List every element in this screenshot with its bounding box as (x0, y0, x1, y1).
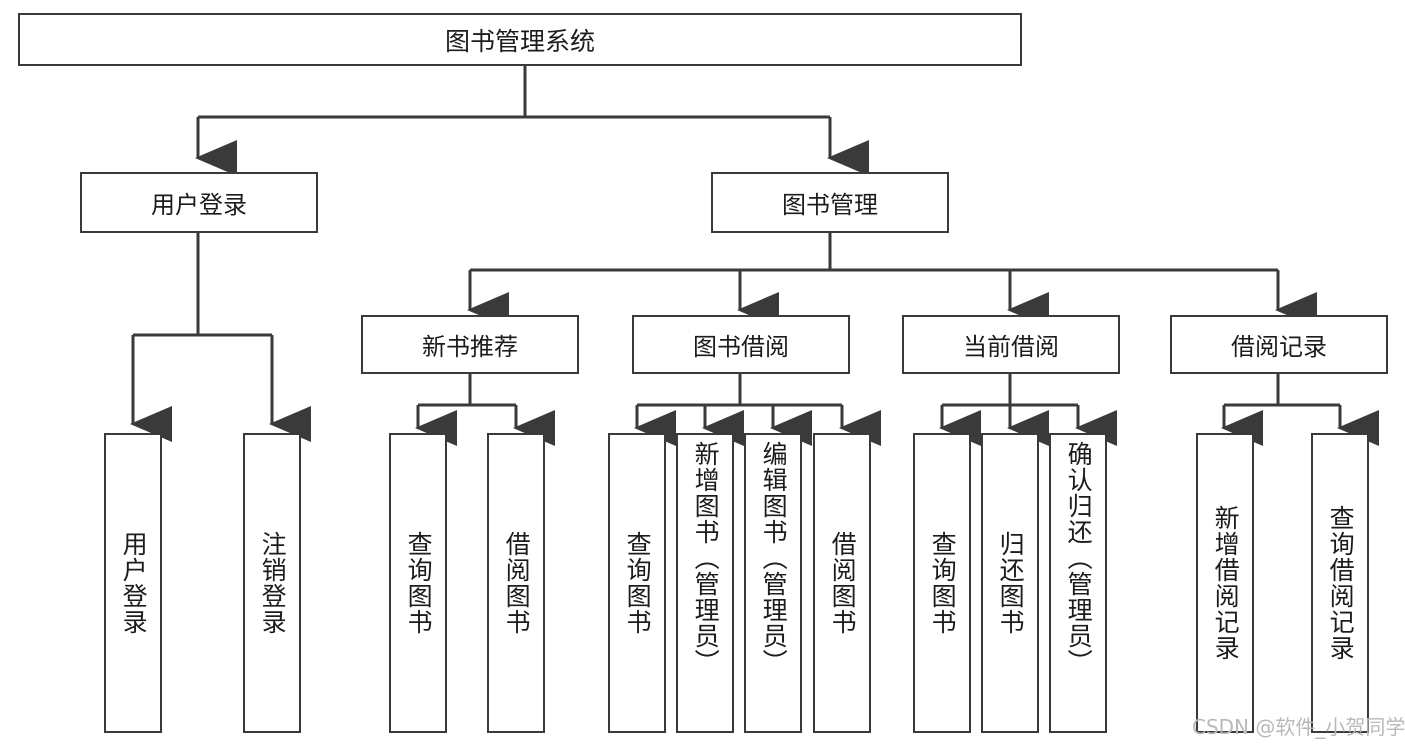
node-user-login[interactable]: 用户登录 (80, 172, 318, 233)
node-leaf-borrow-book-1[interactable]: 借阅图书 (487, 433, 545, 733)
node-root-label: 图书管理系统 (444, 26, 595, 56)
node-leaf-query-record[interactable]: 查询借阅记录 (1311, 433, 1369, 733)
node-leaf-borrow-book-2[interactable]: 借阅图书 (813, 433, 871, 733)
node-leaf-query-book-3[interactable]: 查询图书 (913, 433, 971, 733)
node-leaf-confirm-return[interactable]: 确认归还（管理员） (1049, 433, 1107, 733)
node-leaf-user-login-label: 用户登录 (119, 531, 149, 635)
node-book-manage[interactable]: 图书管理 (711, 172, 949, 233)
node-leaf-query-record-label: 查询借阅记录 (1326, 505, 1356, 661)
node-root[interactable]: 图书管理系统 (18, 13, 1022, 66)
node-leaf-edit-book-label: 编辑图书（管理员） (759, 441, 789, 675)
node-leaf-borrow-book-1-label: 借阅图书 (502, 531, 532, 635)
node-book-manage-label: 图书管理 (782, 191, 878, 219)
node-leaf-return-book-label: 归还图书 (996, 531, 1026, 635)
node-new-book-recommend-label: 新书推荐 (422, 333, 518, 361)
node-leaf-logout-login[interactable]: 注销登录 (243, 433, 301, 733)
node-leaf-query-book-3-label: 查询图书 (928, 531, 958, 635)
node-leaf-query-book-2[interactable]: 查询图书 (608, 433, 666, 733)
node-leaf-add-record-label: 新增借阅记录 (1211, 505, 1241, 661)
node-leaf-return-book[interactable]: 归还图书 (981, 433, 1039, 733)
node-leaf-logout-login-label: 注销登录 (258, 531, 288, 635)
node-user-login-label: 用户登录 (151, 191, 247, 219)
node-book-borrow-label: 图书借阅 (693, 333, 789, 361)
node-leaf-borrow-book-2-label: 借阅图书 (828, 531, 858, 635)
node-leaf-query-book-2-label: 查询图书 (623, 531, 653, 635)
node-current-borrow-label: 当前借阅 (963, 333, 1059, 361)
node-leaf-query-book-1[interactable]: 查询图书 (389, 433, 447, 733)
node-leaf-add-record[interactable]: 新增借阅记录 (1196, 433, 1254, 733)
node-leaf-user-login[interactable]: 用户登录 (104, 433, 162, 733)
node-borrow-record[interactable]: 借阅记录 (1170, 315, 1388, 374)
node-new-book-recommend[interactable]: 新书推荐 (361, 315, 579, 374)
node-book-borrow[interactable]: 图书借阅 (632, 315, 850, 374)
watermark-text: CSDN @软件_小贺同学 (1192, 715, 1405, 739)
node-current-borrow[interactable]: 当前借阅 (902, 315, 1120, 374)
node-borrow-record-label: 借阅记录 (1231, 333, 1327, 361)
node-leaf-edit-book[interactable]: 编辑图书（管理员） (744, 433, 802, 733)
node-leaf-add-book[interactable]: 新增图书（管理员） (676, 433, 734, 733)
node-leaf-confirm-return-label: 确认归还（管理员） (1064, 441, 1094, 675)
node-leaf-query-book-1-label: 查询图书 (404, 531, 434, 635)
node-leaf-add-book-label: 新增图书（管理员） (691, 441, 721, 675)
